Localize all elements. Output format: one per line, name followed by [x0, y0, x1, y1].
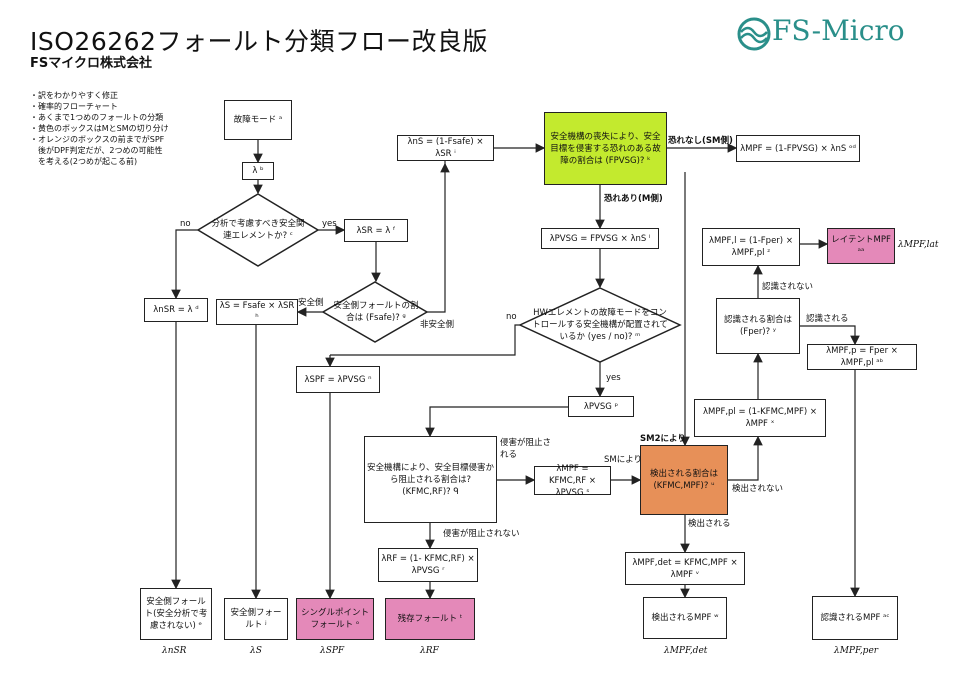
edge-label-no-sm: no [506, 312, 517, 322]
logo-text: FS-Micro [772, 14, 905, 47]
lambda-box: λ ᵇ [242, 162, 274, 180]
latent-mpf-box: レイテントMPF ᵃᵃ [827, 228, 895, 264]
lambda-ns-box: λnS = (1-Fsafe) × λSR ⁱ [397, 135, 494, 161]
edge-label-no: no [180, 219, 191, 229]
edge-label-unsafe: 非安全側 [420, 320, 455, 330]
lambda-rf-box: λRF = (1- KFMC,RF) × λPVSG ʳ [378, 548, 478, 582]
edge-label-risk: 恐れあり(M側) [604, 194, 663, 204]
note-item: ・あくまで1つめのフォールトの分類 [30, 113, 164, 122]
note-item: を考える(2つめが起こる前) [30, 157, 138, 166]
edge-label-not-perceived: 認識されない [762, 282, 814, 292]
failure-mode-box: 故障モード ᵃ [224, 100, 292, 140]
residual-fault-box: 残存フォールト ᵗ [385, 598, 475, 640]
lambda-sr-box: λSR = λ ᶠ [344, 219, 408, 242]
note-item: ・黄色のボックスはMとSMの切り分け [30, 124, 169, 133]
perceived-mpf-box: 認識されるMPF ᵃᶜ [812, 596, 898, 640]
edge-label-by-sm2: SM2により [640, 434, 686, 444]
safe-fault-box: 安全側フォールト ʲ [224, 598, 288, 640]
decision-safety-related: 分析で考慮すべき安全関連エレメントか? ᶜ [211, 219, 305, 241]
lambda-nsr-box: λnSR = λ ᵈ [144, 298, 208, 322]
edge-label-safe: 安全側 [298, 298, 324, 308]
edge-label-detected: 検出される [688, 519, 731, 529]
violation-ratio-box: 安全機構の喪失により、安全目標を侵害する恐れのある故障の割合は (FPVSG)?… [544, 112, 667, 185]
bottom-label-spf: λSPF [320, 646, 345, 656]
edge-label-not-prevented: 侵害が阻止されない [443, 529, 520, 539]
lambda-mpf-pl-box: λMPF,pl = (1-KFMC,MPF) × λMPF ˣ [694, 399, 826, 437]
edge-label-by-sm: SMにより [604, 455, 643, 465]
bottom-label-s: λS [250, 646, 262, 656]
lambda-mpf-p-box: λMPF,p = Fper × λMPF,pl ᵃᵇ [807, 344, 917, 370]
lambda-s-box: λS = Fsafe × λSR ʰ [216, 299, 298, 325]
diamond-safe-ratio [321, 281, 429, 343]
decision-safe-ratio: 安全側フォールトの割合は (Fsafe)? ᵍ [333, 301, 419, 323]
bottom-label-mpf-det: λMPF,det [664, 646, 708, 656]
detected-ratio-box: 検出される割合は (KFMC,MPF)? ᵘ [640, 445, 728, 515]
prevented-ratio-box: 安全機構により、安全目標侵害から阻止される割合は? (KFMC,RF)? ᑫ [364, 436, 497, 523]
edge-label-yes: yes [322, 219, 337, 229]
decision-sm-exists: HWエレメントの故障モードをコントロールする安全機構が配置されているか (yes… [532, 308, 668, 342]
single-point-fault-box: シングルポイントフォールト ᵒ [296, 598, 374, 640]
lambda-mpf-rf-box: λMPF = KFMC,RF × λPVSG ˢ [534, 464, 611, 498]
edge-label-no-risk: 恐れなし(SM側) [668, 136, 733, 146]
notes-list: ・訳をわかりやすく修正 ・確率的フローチャート ・あくまで1つめのフォールトの分… [30, 90, 169, 167]
lambda-mpf-l-box: λMPF,l = (1-Fper) × λMPF,pl ᶻ [702, 228, 800, 266]
lambda-mpf-det-box: λMPF,det = KFMC,MPF × λMPF ᵛ [625, 552, 745, 585]
note-item: ・訳をわかりやすく修正 [30, 91, 118, 100]
lambda-mpf-ns-box: λMPF = (1-FPVSG) × λnS ᵒᵈ [736, 135, 860, 162]
page-title: ISO26262フォールト分類フロー改良版 [30, 27, 488, 56]
edge-label-perceived: 認識される [806, 314, 849, 324]
detected-mpf-box: 検出されるMPF ʷ [643, 597, 727, 639]
label-mpf-lat: λMPF,lat [898, 240, 939, 250]
diamond-safety-related [196, 193, 320, 267]
lambda-pvsg-box: λPVSG = FPVSG × λnS ˡ [541, 228, 659, 249]
perceived-ratio-box: 認識される割合は (Fper)? ʸ [716, 298, 800, 354]
bottom-label-rf: λRF [420, 646, 439, 656]
logo-icon [737, 17, 771, 51]
note-item: 後がDPF判定だが、2つめの可能性 [30, 146, 163, 155]
company-name: FSマイクロ株式会社 [30, 56, 152, 71]
bottom-label-nsr: λnSR [162, 646, 187, 656]
edge-label-prevented: 侵害が阻止される [500, 438, 552, 460]
lambda-spf-box: λSPF = λPVSG ⁿ [296, 366, 380, 393]
note-item: ・オレンジのボックスの前までがSPF [30, 135, 165, 144]
note-item: ・確率的フローチャート [30, 102, 118, 111]
edge-label-not-detected: 検出されない [732, 484, 784, 494]
lambda-pvsg2-box: λPVSG ᵖ [568, 396, 634, 417]
bottom-label-mpf-per: λMPF,per [834, 646, 879, 656]
edge-label-yes-sm: yes [606, 373, 621, 383]
safe-fault-notconsidered-box: 安全側フォールト(安全分析で考慮されない) ᵉ [140, 588, 212, 640]
